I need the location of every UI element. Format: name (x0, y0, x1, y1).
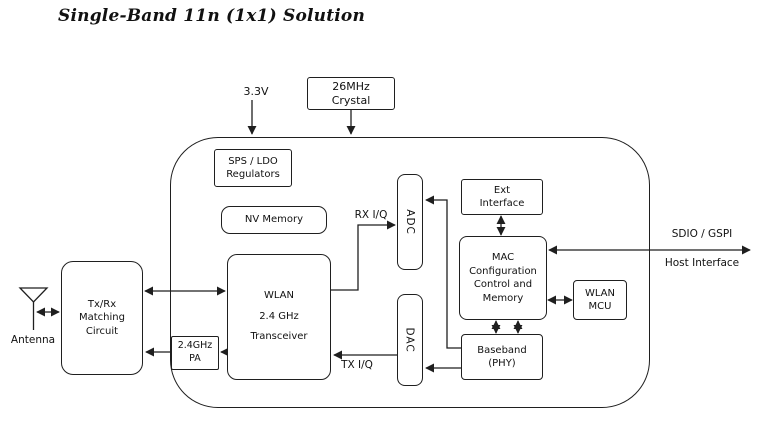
antenna-icon (18, 287, 49, 303)
matching-circuit-block: Tx/Rx Matching Circuit (61, 261, 143, 375)
baseband-block: Baseband (PHY) (461, 334, 543, 380)
regulators-block: SPS / LDO Regulators (214, 149, 292, 187)
antenna-label: Antenna (10, 334, 56, 346)
wlan-mcu-block: WLAN MCU (573, 280, 627, 320)
soc-chip-outline (170, 137, 650, 408)
diagram-title: Single-Band 11n (1x1) Solution (58, 6, 366, 26)
rx-iq-label: RX I/Q (354, 209, 388, 221)
pa-block: 2.4GHz PA (171, 336, 219, 370)
nv-memory-block: NV Memory (221, 206, 327, 234)
mac-block: MAC Configuration Control and Memory (459, 236, 547, 320)
adc-label: ADC (404, 209, 417, 235)
dac-block: DAC (397, 294, 423, 386)
supply-label: 3.3V (243, 85, 269, 98)
host-interface-label: Host Interface (664, 257, 740, 269)
dac-label: DAC (404, 327, 417, 353)
adc-block: ADC (397, 174, 423, 270)
baseband-adc-line (425, 195, 461, 349)
transceiver-block: WLAN 2.4 GHz Transceiver (227, 254, 331, 380)
rx-iq-line (331, 220, 396, 291)
ext-interface-block: Ext Interface (461, 179, 543, 215)
sdio-gspi-label: SDIO / GSPI (671, 228, 733, 240)
crystal-block: 26MHz Crystal (307, 77, 395, 110)
tx-iq-label: TX I/Q (341, 359, 373, 371)
